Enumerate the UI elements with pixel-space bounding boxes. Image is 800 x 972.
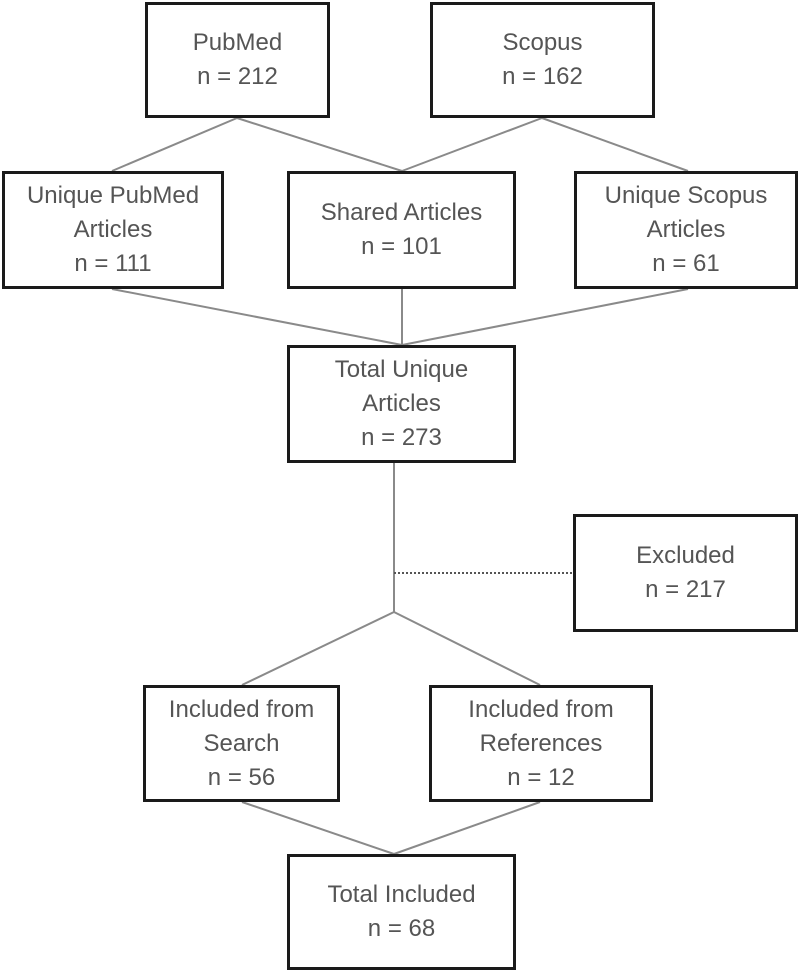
connector-unique-scopus-to-total bbox=[401, 288, 689, 346]
included-refs-box: Included from References n = 12 bbox=[429, 685, 653, 802]
unique-pubmed-box: Unique PubMed Articles n = 111 bbox=[2, 171, 224, 289]
connector-trunk-to-included-refs bbox=[393, 611, 541, 686]
included-search-box: Included from Search n = 56 bbox=[143, 685, 340, 802]
included-refs-line2: References bbox=[479, 729, 603, 757]
scopus-count: n = 162 bbox=[502, 63, 583, 90]
shared-title: Shared Articles bbox=[320, 199, 483, 226]
total-included-title: Total Included bbox=[327, 881, 476, 908]
scopus-box: Scopus n = 162 bbox=[430, 2, 655, 118]
connector-pubmed-to-unique-pubmed bbox=[111, 117, 238, 172]
excluded-count: n = 217 bbox=[645, 576, 726, 603]
pubmed-count: n = 212 bbox=[197, 63, 278, 90]
total-included-count: n = 68 bbox=[367, 915, 436, 942]
included-search-line1: Included from bbox=[168, 695, 315, 723]
excluded-title: Excluded bbox=[636, 542, 735, 569]
included-refs-line1: Included from bbox=[468, 695, 614, 723]
unique-scopus-count: n = 61 bbox=[652, 250, 720, 277]
connector-search-to-total-included bbox=[241, 801, 395, 855]
unique-scopus-line2: Articles bbox=[646, 216, 726, 243]
connector-pubmed-to-shared bbox=[236, 117, 403, 172]
excluded-box: Excluded n = 217 bbox=[573, 514, 798, 632]
connector-scopus-to-unique-scopus bbox=[541, 117, 689, 172]
connector-trunk-to-included-search bbox=[241, 611, 395, 686]
connector-unique-pubmed-to-total bbox=[111, 288, 403, 346]
unique-scopus-line1: Unique Scopus bbox=[604, 182, 768, 209]
included-refs-count: n = 12 bbox=[507, 763, 575, 791]
unique-pubmed-line2: Articles bbox=[73, 216, 153, 243]
included-search-line2: Search bbox=[203, 729, 280, 757]
total-unique-count: n = 273 bbox=[361, 424, 442, 451]
total-unique-box: Total Unique Articles n = 273 bbox=[287, 345, 516, 463]
pubmed-box: PubMed n = 212 bbox=[145, 2, 330, 118]
shared-count: n = 101 bbox=[361, 233, 442, 260]
scopus-title: Scopus bbox=[502, 29, 583, 56]
connector-refs-to-total-included bbox=[393, 801, 541, 855]
connector-scopus-to-shared bbox=[401, 117, 543, 172]
pubmed-title: PubMed bbox=[192, 29, 283, 56]
included-search-count: n = 56 bbox=[207, 763, 276, 791]
total-unique-line2: Articles bbox=[362, 390, 441, 417]
unique-pubmed-line1: Unique PubMed bbox=[26, 182, 200, 209]
shared-box: Shared Articles n = 101 bbox=[287, 171, 516, 289]
unique-pubmed-count: n = 111 bbox=[74, 250, 152, 277]
total-included-box: Total Included n = 68 bbox=[287, 854, 516, 970]
total-unique-line1: Total Unique bbox=[334, 356, 469, 383]
unique-scopus-box: Unique Scopus Articles n = 61 bbox=[574, 171, 798, 289]
